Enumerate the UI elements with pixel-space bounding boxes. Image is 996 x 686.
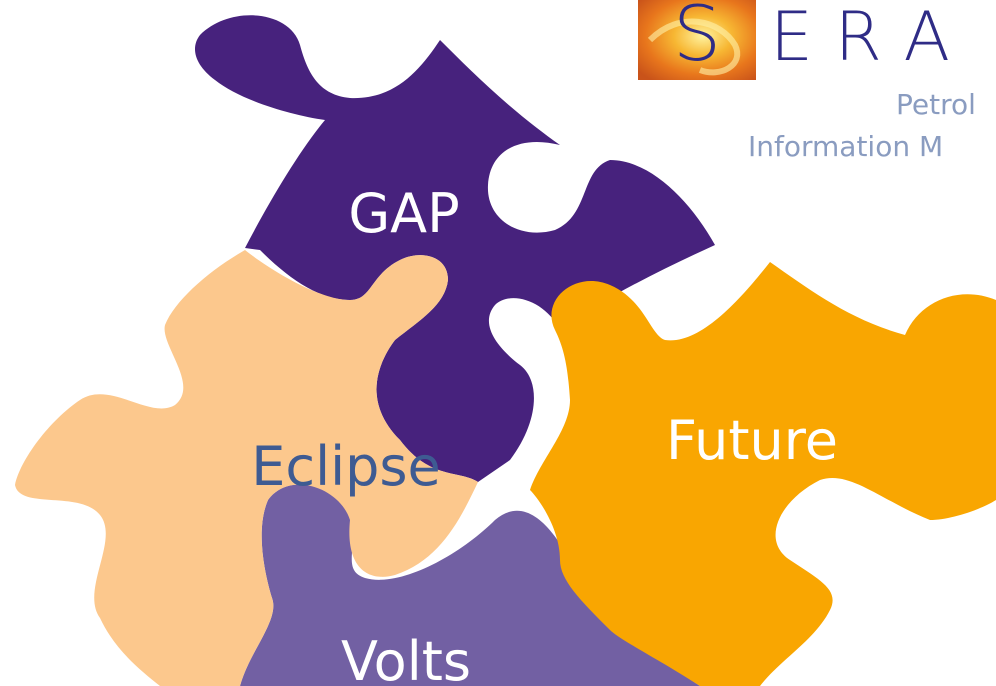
puzzle-piece-gap — [195, 15, 715, 483]
puzzle-piece-volts — [240, 484, 700, 686]
piece-label-volts: Volts — [341, 630, 471, 686]
puzzle-piece-future — [530, 262, 996, 686]
brand-name: E R A — [770, 0, 950, 77]
brand-tagline-line2: Information M — [748, 130, 943, 163]
piece-label-gap: GAP — [348, 182, 459, 245]
piece-label-future: Future — [666, 409, 838, 472]
brand-logo-swirl — [638, 0, 756, 80]
brand-logo-letter: S — [673, 0, 721, 78]
puzzle-piece-eclipse — [15, 250, 478, 686]
brand-tagline-line1: Petrol — [896, 88, 976, 121]
brand-logo-swirl-highlight — [647, 18, 741, 76]
piece-label-eclipse: Eclipse — [251, 435, 440, 498]
